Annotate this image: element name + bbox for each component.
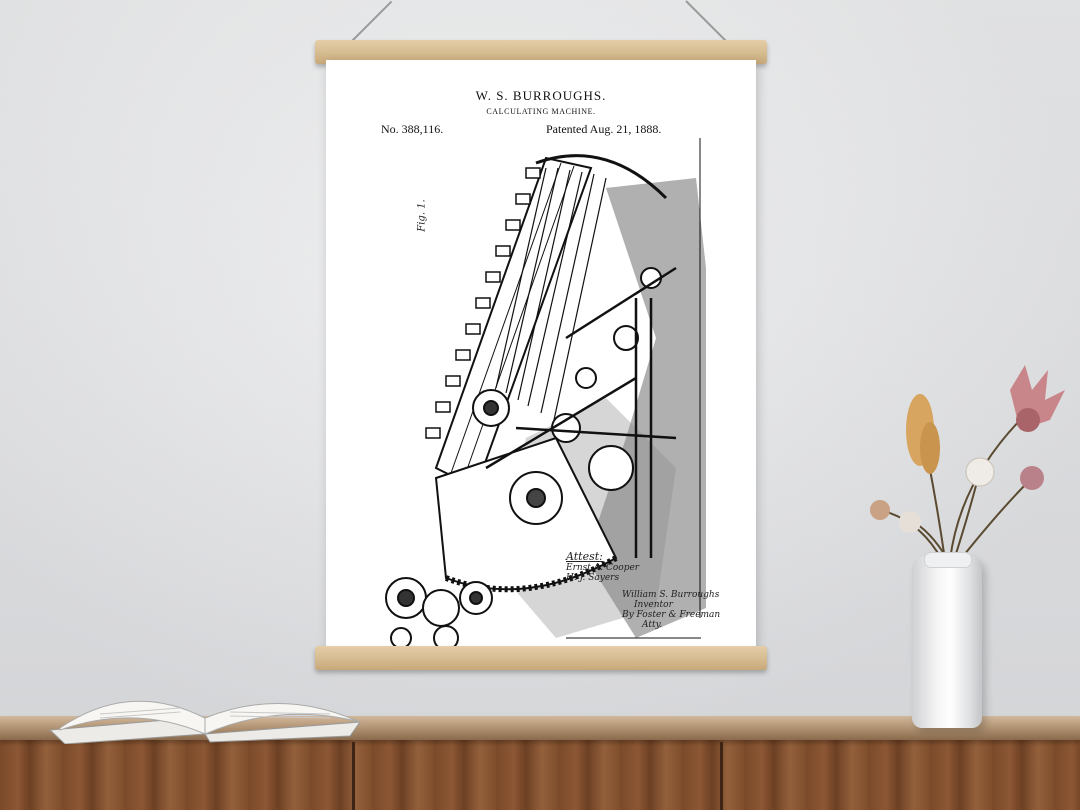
bottom-hanger-rod bbox=[315, 646, 767, 670]
inventor-label: Inventor bbox=[634, 600, 673, 610]
inventor-name: William S. Burroughs bbox=[622, 590, 720, 600]
white-vase bbox=[912, 556, 982, 728]
patent-number: No. 388,116. bbox=[381, 122, 444, 136]
attest-label: Attest: bbox=[566, 550, 603, 563]
attorney-line: By Foster & Freeman bbox=[622, 610, 721, 620]
poster-title: W. S. BURROUGHS. bbox=[475, 88, 607, 103]
poster-subtitle: CALCULATING MACHINE. bbox=[486, 107, 596, 116]
dried-flowers bbox=[870, 365, 1065, 561]
attest-signature-1: Ernst A. Cooper bbox=[566, 563, 640, 573]
patent-poster: W. S. BURROUGHS. CALCULATING MACHINE. No… bbox=[326, 60, 756, 650]
patent-date: Patented Aug. 21, 1888. bbox=[546, 122, 662, 136]
patent-drawing bbox=[385, 138, 706, 648]
vase-neck bbox=[924, 552, 972, 568]
attorney-label: Atty. bbox=[642, 620, 663, 630]
attest-block: Attest: Ernst A. Cooper H. J. Sayers bbox=[566, 550, 639, 583]
inventor-block: William S. Burroughs Inventor By Foster … bbox=[622, 590, 720, 630]
door-seam-1 bbox=[352, 742, 355, 810]
door-seam-2 bbox=[720, 742, 723, 810]
attest-signature-2: H. J. Sayers bbox=[566, 573, 620, 583]
open-book bbox=[48, 700, 362, 744]
